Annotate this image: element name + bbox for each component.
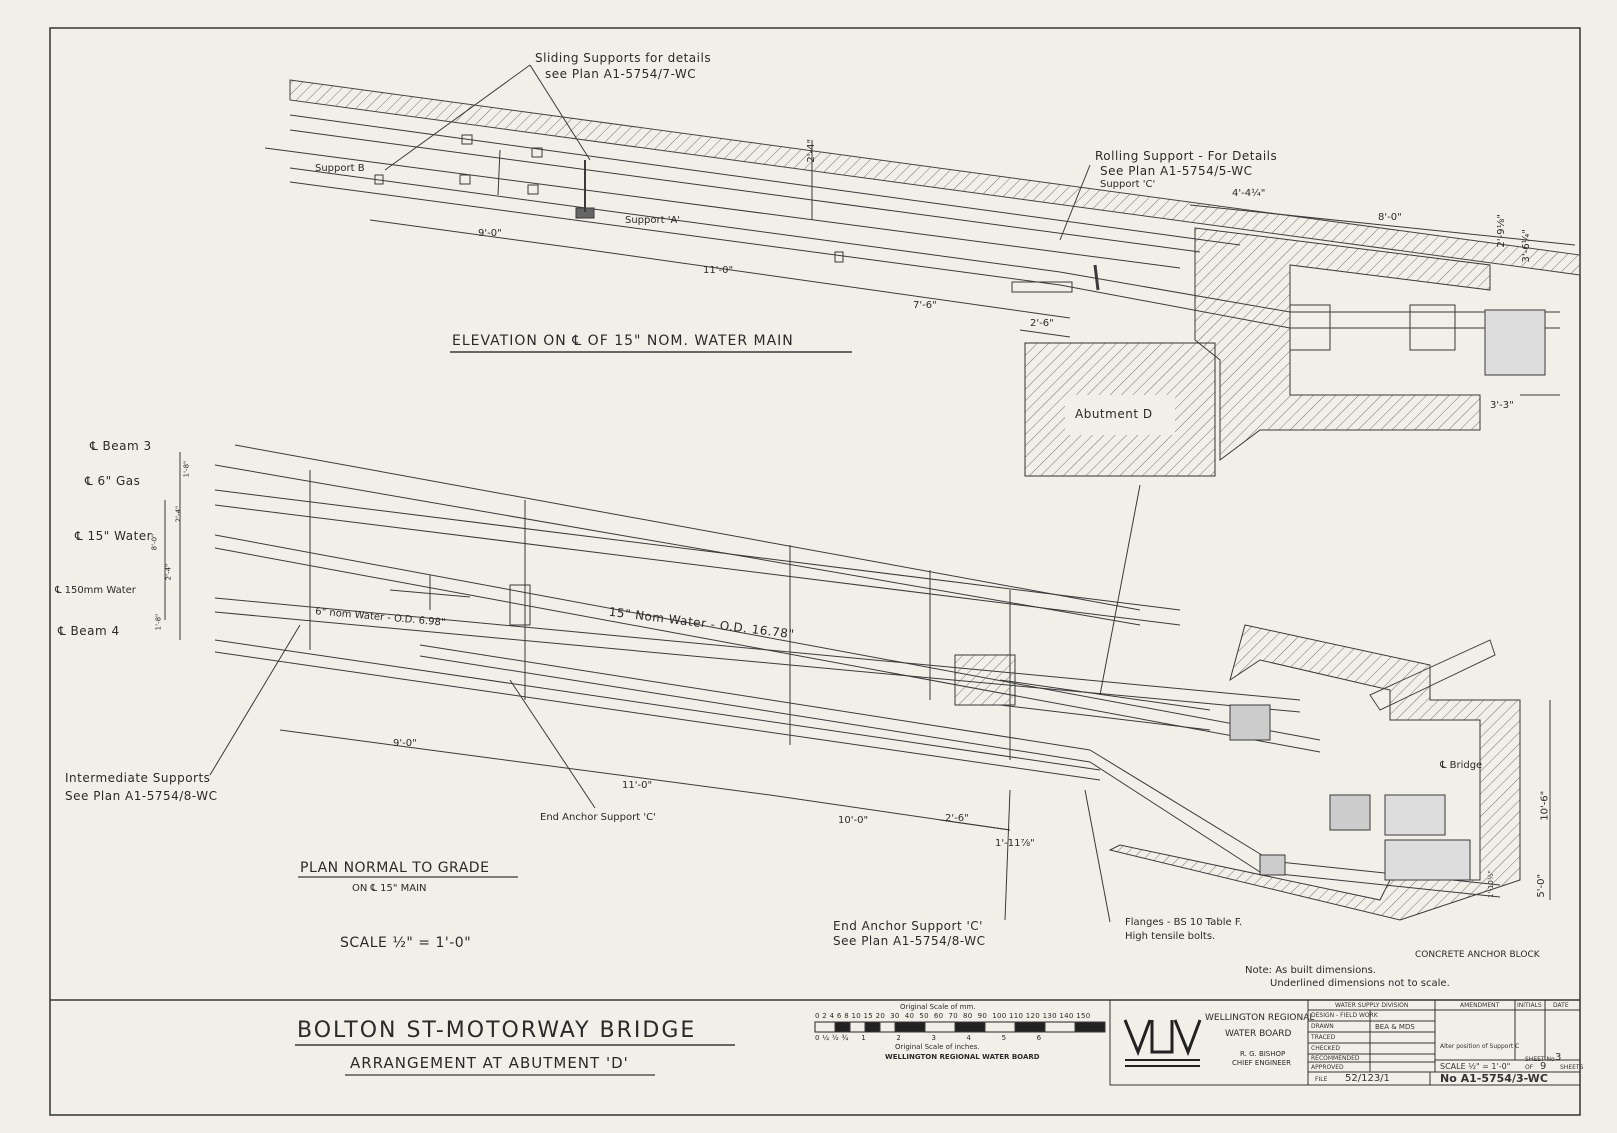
dim-2-6-top: 2'-6" xyxy=(1030,318,1054,329)
end-anchor-label: End Anchor Support 'C' xyxy=(540,812,656,823)
scale-note: SCALE ½" = 1'-0" xyxy=(340,935,472,951)
dim-1-8a: 1'-8" xyxy=(182,460,191,478)
dim-8-0: 8'-0" xyxy=(1378,212,1402,223)
dim-3-3: 3'-3" xyxy=(1490,400,1514,411)
support-b-label: Support B xyxy=(315,163,365,174)
scale-mm-ticks: 0 2 4 6 8 10 15 20 30 40 50 60 70 80 90 … xyxy=(815,1012,1091,1020)
dim-3-6: 3'-6¼" xyxy=(1520,229,1532,263)
engineer-title: CHIEF ENGINEER xyxy=(1232,1059,1291,1067)
sliding-supports-note-2: see Plan A1-5754/7-WC xyxy=(545,67,697,81)
dim-10-0: 10'-0" xyxy=(838,815,869,826)
dim-1-11: 1'-11⅞" xyxy=(995,838,1035,849)
drawing-title: BOLTON ST-MOTORWAY BRIDGE xyxy=(297,1018,697,1043)
scale-bar-graphic xyxy=(814,1021,1106,1033)
wrwb-logo-graphic xyxy=(1123,1019,1202,1067)
row-traced: TRACED xyxy=(1311,1034,1336,1041)
row-checked: CHECKED xyxy=(1311,1045,1341,1052)
bridge-label: ℄ Bridge xyxy=(1440,760,1483,771)
end-anchor-note-2: See Plan A1-5754/8-WC xyxy=(833,934,986,948)
of-label: OF xyxy=(1525,1064,1534,1071)
division-label: WATER SUPPLY DIVISION xyxy=(1335,1002,1409,1009)
dim-2-4: 2'-4" xyxy=(806,138,818,163)
flanges-note-2: High tensile bolts. xyxy=(1125,931,1216,942)
plan-subtitle: ON ℄ 15" MAIN xyxy=(352,883,427,894)
dim-4-4: 4'-4¼" xyxy=(1232,188,1266,199)
elevation-view xyxy=(264,64,1581,461)
concrete-anchor-label: CONCRETE ANCHOR BLOCK xyxy=(1415,950,1540,960)
gas-label: ℄ 6" Gas xyxy=(85,474,141,488)
rolling-support-note-3: Support 'C' xyxy=(1100,179,1156,190)
beam3-label: ℄ Beam 3 xyxy=(90,439,152,453)
scale-in-label: Original Scale of inches. xyxy=(895,1043,980,1051)
file-label: FILE xyxy=(1315,1076,1328,1083)
sheet-number: 3 xyxy=(1555,1052,1562,1063)
water150-label: ℄ 150mm Water xyxy=(55,585,136,596)
dim-10-6: 10'-6" xyxy=(1539,790,1551,821)
amendment-label: AMENDMENT xyxy=(1460,1002,1500,1009)
note-line-1: Note: As built dimensions. xyxy=(1245,965,1376,976)
dim-7-6: 7'-6" xyxy=(913,300,937,311)
initials-label: INITIALS xyxy=(1517,1002,1542,1009)
dim-5-0: 5'-0" xyxy=(1536,873,1548,898)
plan-view xyxy=(164,444,1551,923)
support-a-label: Support 'A' xyxy=(625,215,681,226)
rolling-support-note-1: Rolling Support - For Details xyxy=(1095,149,1278,163)
date-label: DATE xyxy=(1553,1002,1569,1009)
drawing-number: No A1-5754/3-WC xyxy=(1440,1072,1548,1085)
dim-2-6-bot: 2'-6" xyxy=(945,813,969,824)
rolling-support-note-2: See Plan A1-5754/5-WC xyxy=(1100,164,1253,178)
sheets-label: SHEETS xyxy=(1560,1064,1584,1071)
dim-9-0-bot: 9'-0" xyxy=(393,738,417,749)
intermediate-supports-1: Intermediate Supports xyxy=(65,771,211,785)
sliding-supports-note-1: Sliding Supports for details xyxy=(535,51,712,65)
dim-11-0-bot: 11'-0" xyxy=(622,780,653,791)
org-line-1: WELLINGTON REGIONAL xyxy=(1205,1013,1315,1023)
row-recommended: RECOMMENDED xyxy=(1311,1055,1360,1062)
engineer-name: R. G. BISHOP xyxy=(1240,1050,1286,1058)
note-line-2: Underlined dimensions not to scale. xyxy=(1270,978,1450,989)
plan-title: PLAN NORMAL TO GRADE xyxy=(300,860,490,876)
abutment-d-label: Abutment D xyxy=(1075,407,1153,421)
file-number: 52/123/1 xyxy=(1345,1073,1390,1084)
dim-1-8b: 1'-8" xyxy=(154,613,163,631)
amend-text: Alter position of Support C xyxy=(1440,1043,1520,1050)
row-drawn: DRAWN xyxy=(1311,1023,1334,1030)
dim-2-4c: 2'-4" xyxy=(164,563,173,581)
sheet-border xyxy=(49,27,1581,1116)
org-line-2: WATER BOARD xyxy=(1225,1029,1292,1039)
end-anchor-note-1: End Anchor Support 'C' xyxy=(833,919,983,933)
row-design: DESIGN - FIELD WORK xyxy=(1311,1012,1378,1019)
dim-1-10: 1'-10½" xyxy=(1486,870,1495,898)
scale-board-label: WELLINGTON REGIONAL WATER BOARD xyxy=(885,1053,1040,1061)
dim-11-0-top: 11'-0" xyxy=(703,265,734,276)
sheet-total: 9 xyxy=(1540,1061,1547,1072)
dim-2-9: 2'-9⅛" xyxy=(1495,214,1507,248)
drawn-by: BEA & MDS xyxy=(1375,1023,1415,1031)
scale-mm-label: Original Scale of mm. xyxy=(900,1003,976,1011)
elevation-title: ELEVATION ON ℄ OF 15" NOM. WATER MAIN xyxy=(452,333,794,349)
title-block-frame xyxy=(1109,999,1581,1086)
sheet-label: SHEET No xyxy=(1525,1056,1555,1063)
intermediate-supports-2: See Plan A1-5754/8-WC xyxy=(65,789,218,803)
drawing-subtitle: ARRANGEMENT AT ABUTMENT 'D' xyxy=(350,1054,629,1072)
tb-scale: SCALE ½" = 1'-0" xyxy=(1440,1062,1511,1071)
flanges-note-1: Flanges - BS 10 Table F. xyxy=(1125,917,1243,928)
dim-8-0b: 8'-0" xyxy=(150,533,159,551)
dim-2-4b: 2'-4" xyxy=(174,505,183,523)
dim-9-0-top: 9'-0" xyxy=(478,228,502,239)
water15-label: ℄ 15" Water xyxy=(75,529,153,543)
scale-in-ticks: 0 ¼ ½ ¾ 1 2 3 4 5 6 xyxy=(815,1034,1042,1042)
beam4-label: ℄ Beam 4 xyxy=(58,624,120,638)
row-approved: APPROVED xyxy=(1311,1064,1344,1071)
